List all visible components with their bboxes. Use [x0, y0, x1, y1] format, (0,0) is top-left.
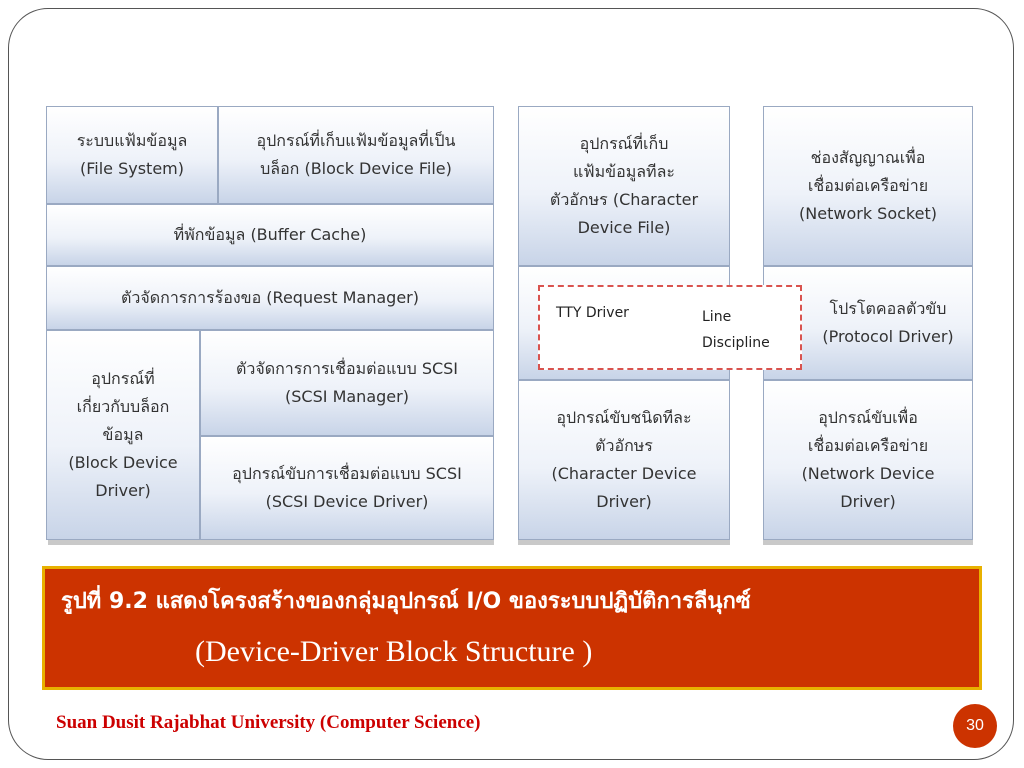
character-device-driver-box: อุปกรณ์ขับชนิดทีละ ตัวอักษร (Character D… [518, 380, 730, 540]
block-device-driver-box: อุปกรณ์ที่ เกี่ยวกับบล็อก ข้อมูล (Block … [46, 330, 200, 540]
network-device-driver-box: อุปกรณ์ขับเพื่อ เชื่อมต่อเครือข่าย (Netw… [763, 380, 973, 540]
request-manager-box: ตัวจัดการการร้องขอ (Request Manager) [46, 266, 494, 330]
network-column-shadow [763, 540, 973, 545]
file-system-box: ระบบแฟ้มข้อมูล (File System) [46, 106, 218, 204]
tty-driver-label: TTY Driver [556, 305, 629, 321]
scsi-device-driver-box: อุปกรณ์ขับการเชื่อมต่อแบบ SCSI (SCSI Dev… [200, 436, 494, 540]
footer-institution: Suan Dusit Rajabhat University (Computer… [56, 712, 481, 733]
figure-caption: รูปที่ 9.2 แสดงโครงสร้างของกลุ่มอุปกรณ์ … [42, 566, 982, 690]
char-column-shadow [518, 540, 730, 545]
block-device-file-box: อุปกรณ์ที่เก็บแฟ้มข้อมูลที่เป็น บล็อก (B… [218, 106, 494, 204]
caption-line-english: (Device-Driver Block Structure ) [195, 635, 593, 668]
character-device-file-box: อุปกรณ์ที่เก็บ แฟ้มข้อมูลทีละ ตัวอักษร (… [518, 106, 730, 266]
network-socket-box: ช่องสัญญาณเพื่อ เชื่อมต่อเครือข่าย (Netw… [763, 106, 973, 266]
caption-line-thai: รูปที่ 9.2 แสดงโครงสร้างของกลุ่มอุปกรณ์ … [61, 589, 751, 614]
buffer-cache-box: ที่พักข้อมูล (Buffer Cache) [46, 204, 494, 266]
tty-dashed-box: TTY Driver Line Discipline [538, 285, 802, 370]
page-number-badge: 30 [953, 704, 997, 748]
scsi-manager-box: ตัวจัดการการเชื่อมต่อแบบ SCSI (SCSI Mana… [200, 330, 494, 436]
line-discipline-label: Line Discipline [702, 309, 770, 351]
block-column-shadow [48, 540, 494, 545]
